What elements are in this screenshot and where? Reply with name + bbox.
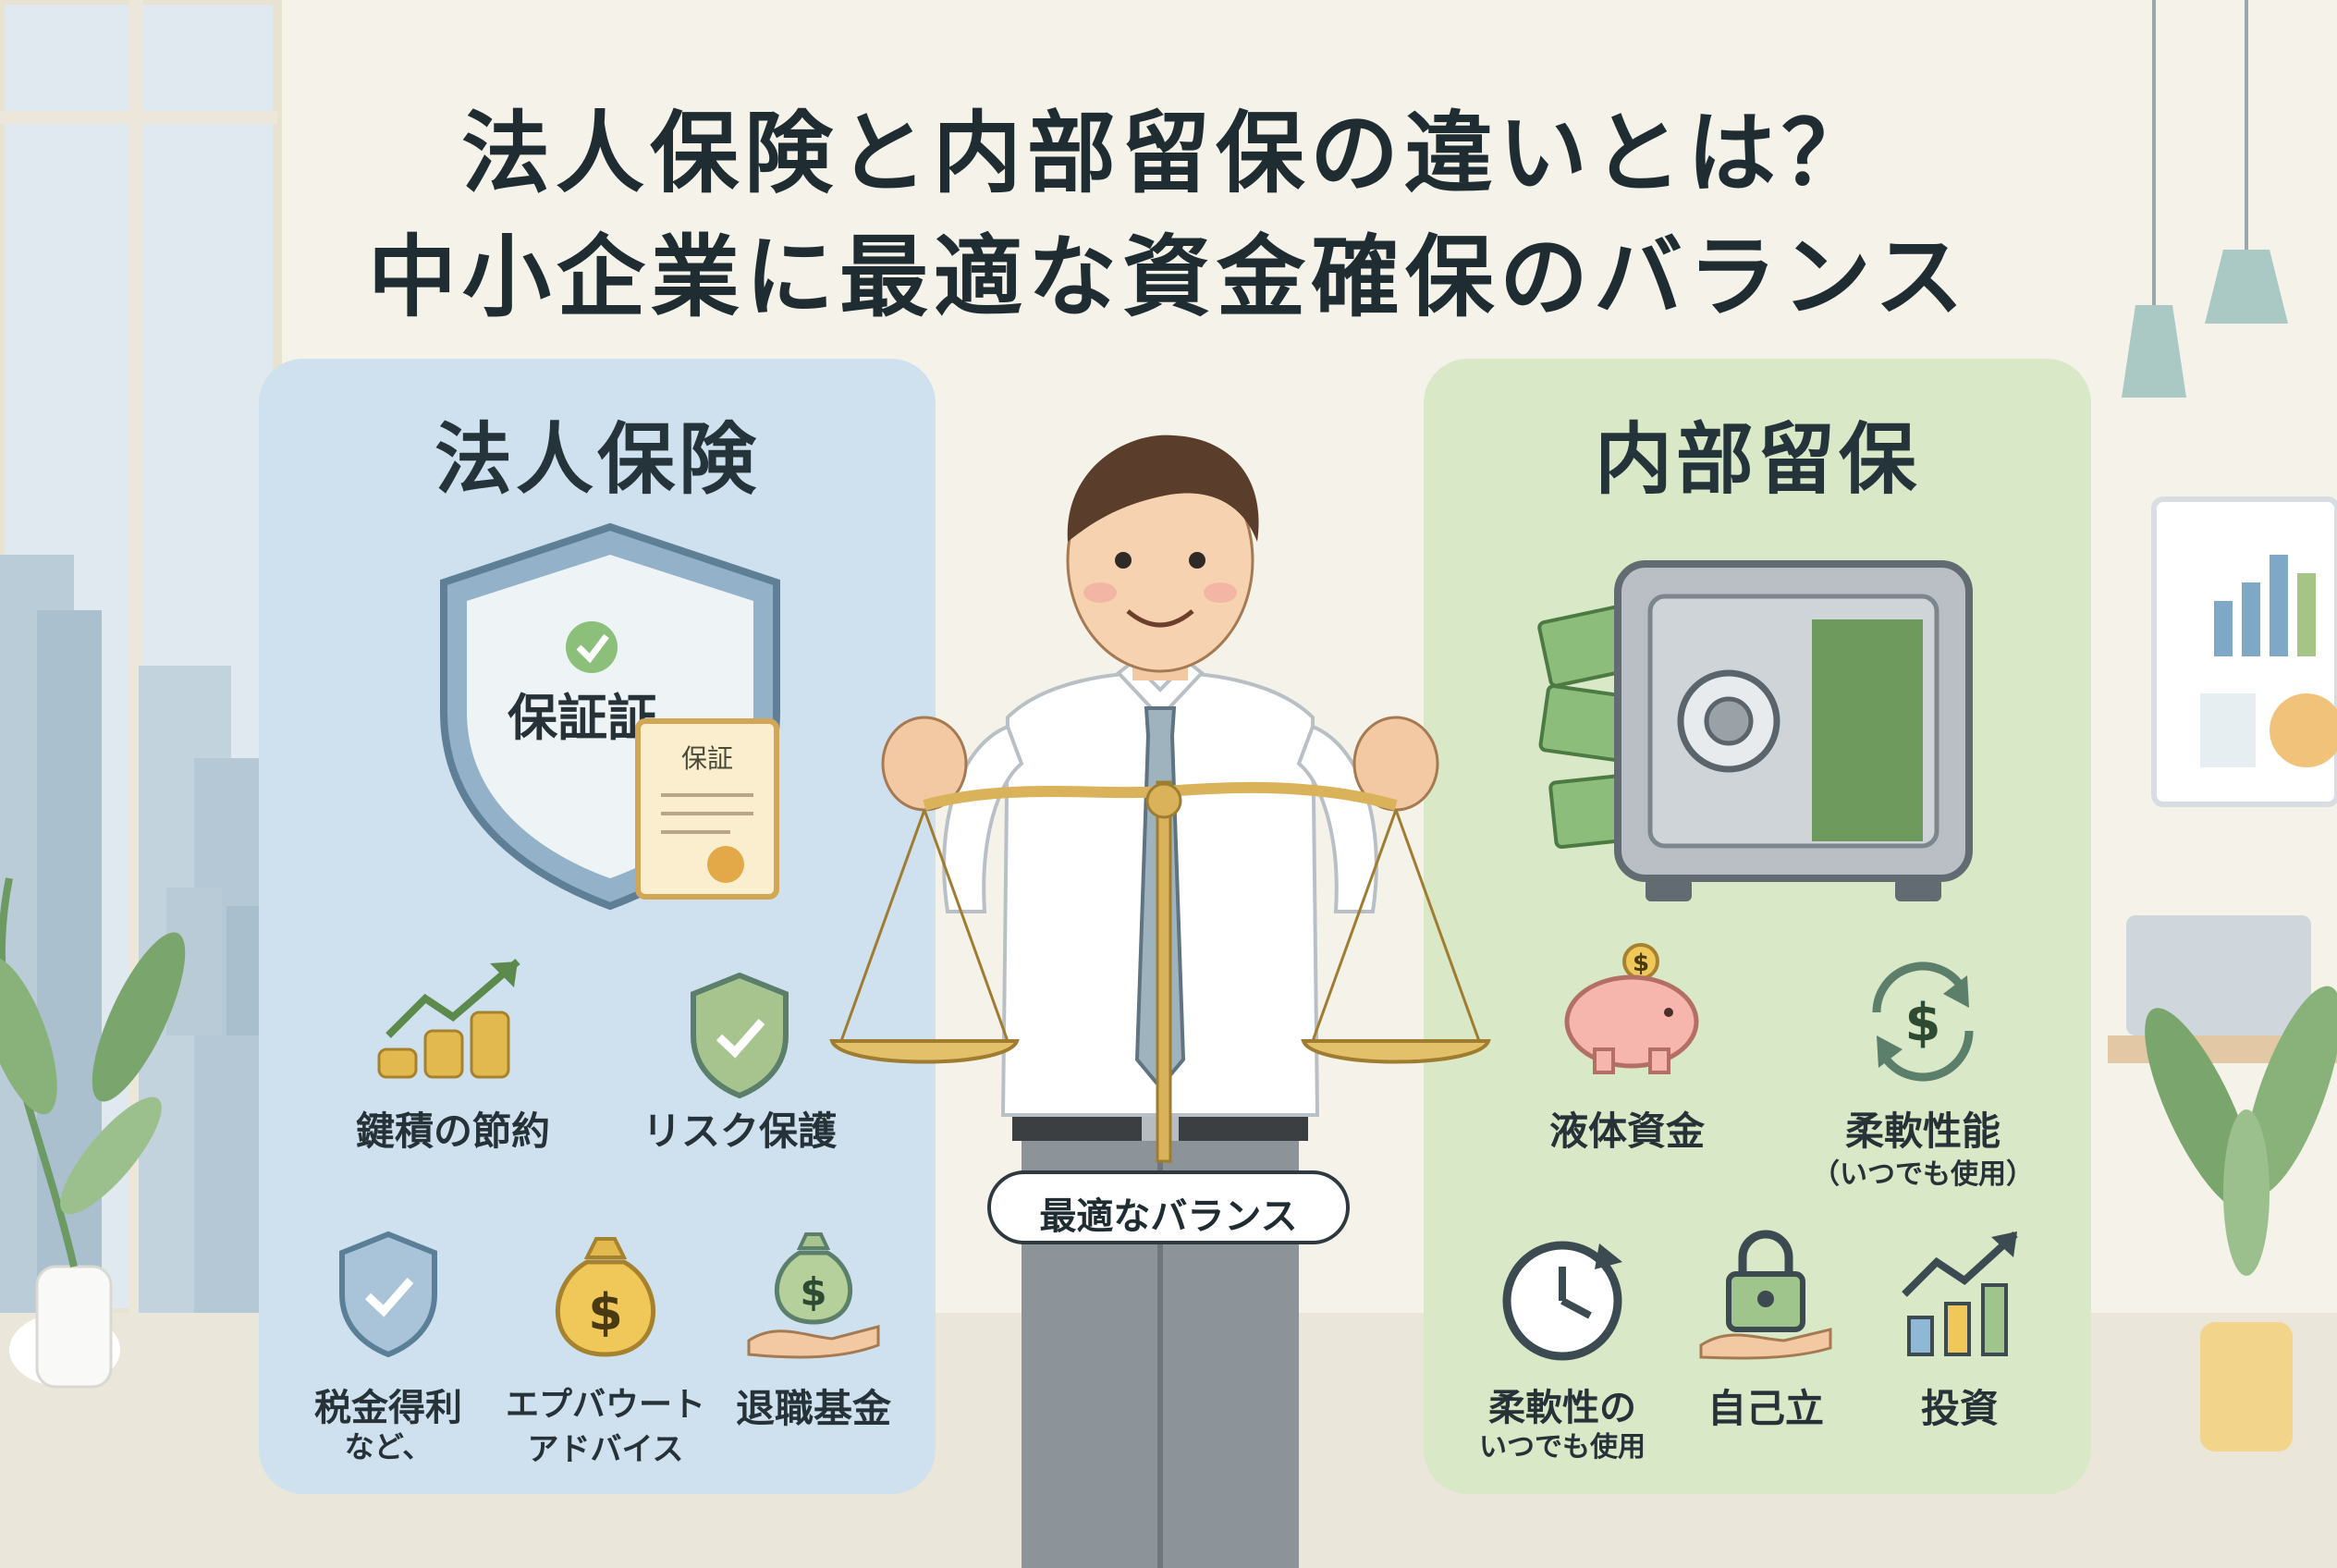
balance-label: 最適なバランス	[1039, 1195, 1298, 1238]
piggy-bank-icon: $	[1564, 943, 1699, 1074]
certificate-text: 保証	[681, 743, 733, 774]
retained-earnings-heading: 内部留保	[1594, 414, 1920, 505]
right-feature-label-3: 柔軟性の	[1488, 1387, 1636, 1429]
title-line-1: 法人保険と内部留保の違いとは？	[461, 102, 1876, 205]
hand-money-bag-icon: $	[747, 1232, 880, 1359]
title-line-2: 中小企業に最適な資金確保のバランス	[367, 226, 1970, 329]
right-feature-label-1: 液体資金	[1548, 1109, 1705, 1154]
svg-text:$: $	[588, 1283, 623, 1341]
shield-check-icon	[691, 972, 789, 1099]
right-feature-label-4: 自己立	[1707, 1386, 1824, 1431]
hand-lock-icon	[1699, 1230, 1832, 1360]
dollar-cycle-icon: $	[1872, 962, 1974, 1082]
shield-certificate-icon: 保証証 保証	[440, 522, 780, 911]
clock-icon	[1502, 1241, 1622, 1361]
left-feature-label-2: リスク保護	[642, 1109, 837, 1154]
svg-text:$: $	[1633, 949, 1649, 977]
left-feature-sub-3: など、	[344, 1429, 433, 1464]
left-feature-sub-4: アドバイス	[527, 1431, 684, 1468]
right-feature-sub-2: （いつでも使用）	[1812, 1158, 2034, 1191]
right-feature-label-5: 投資	[1920, 1386, 1999, 1431]
corporate-insurance-heading: 法人保険	[434, 414, 760, 505]
bar-growth-icon	[1902, 1231, 2018, 1356]
left-feature-label-4: エプバウート	[505, 1386, 705, 1424]
left-feature-label-3: 税金得利	[314, 1387, 462, 1429]
left-feature-label-5: 退職基金	[735, 1386, 891, 1431]
money-bag-icon: $	[556, 1237, 655, 1357]
svg-text:$: $	[1905, 993, 1941, 1053]
businessman-with-scale	[829, 435, 1491, 1568]
left-feature-label-1: 鍵積の節約	[355, 1109, 550, 1154]
safe-icon	[1537, 560, 1973, 901]
shield-check-icon	[339, 1231, 437, 1358]
coins-growth-icon	[377, 958, 520, 1079]
right-feature-label-2: 柔軟性能	[1844, 1109, 2001, 1154]
right-feature-sub-3: いつでも使用	[1479, 1431, 1646, 1464]
svg-text:$: $	[800, 1269, 826, 1315]
balance-label-badge	[987, 1170, 1350, 1244]
shield-text: 保証証	[508, 689, 657, 747]
